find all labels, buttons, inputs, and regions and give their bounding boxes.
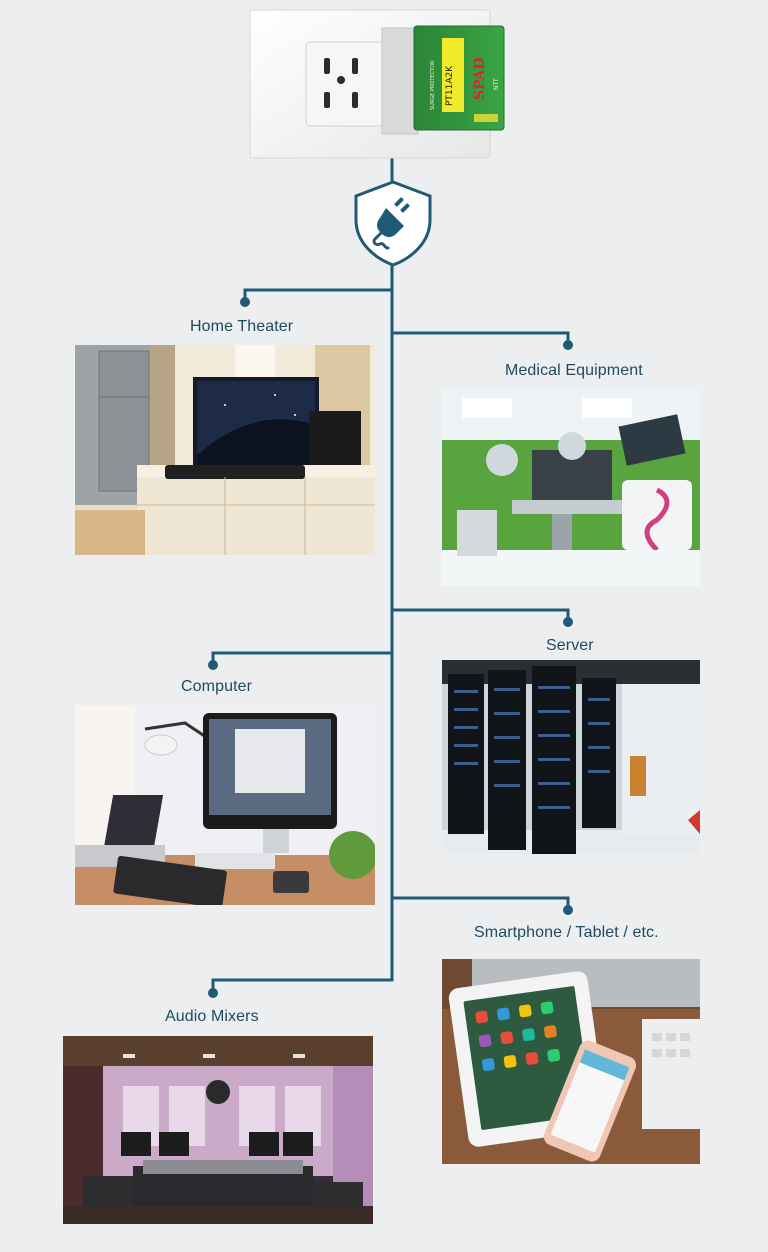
- label-computer: Computer: [181, 678, 253, 695]
- label-audio-mixers: Audio Mixers: [165, 1008, 259, 1025]
- photo-medical-equipment: [442, 390, 700, 586]
- product-brand-text: SPAD: [472, 57, 488, 100]
- label-medical-equipment: Medical Equipment: [505, 362, 643, 379]
- photo-audio-mixers: [63, 1036, 373, 1224]
- label-home-theater: Home Theater: [190, 318, 294, 335]
- shield-plug-icon: [350, 178, 436, 268]
- product-side-mark: NTT: [493, 78, 500, 90]
- product-subtitle-text: SURGE PROTECTOR: [430, 60, 436, 110]
- product-illustration: PT11A2K SPAD SURGE PROTECTOR NTT: [248, 8, 510, 160]
- product-model-text: PT11A2K: [445, 65, 455, 106]
- photo-computer: [75, 705, 375, 905]
- label-server: Server: [546, 637, 594, 654]
- photo-server: [442, 660, 700, 854]
- photo-home-theater: [75, 345, 375, 555]
- label-smartphone-tablet: Smartphone / Tablet / etc.: [474, 924, 659, 941]
- photo-smartphone-tablet: [442, 959, 700, 1164]
